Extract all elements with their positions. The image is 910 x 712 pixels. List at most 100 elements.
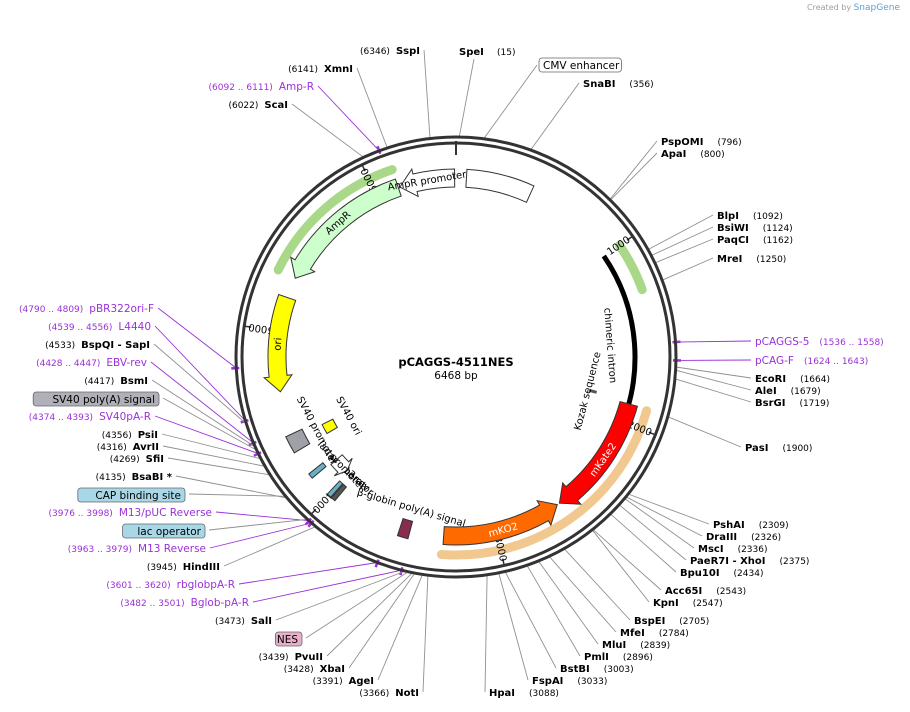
site-label-bsrgi[interactable]: BsrGI(1719) — [755, 398, 829, 409]
site-label-bsiwi[interactable]: BsiWI(1124) — [717, 223, 793, 234]
site-label-kpni[interactable]: KpnI(2547) — [653, 598, 723, 609]
feature-sv40-ori — [321, 418, 338, 435]
site-label-draiii[interactable]: DraIII(2326) — [706, 532, 781, 543]
leader-l12 — [161, 433, 262, 460]
site-label-bsabi[interactable]: BsaBI *(4135) — [96, 472, 173, 483]
feature-ampr-promoter — [399, 167, 456, 198]
site-label-mfei[interactable]: MfeI(2784) — [620, 628, 689, 639]
leader-l8 — [150, 361, 254, 444]
site-label-sali[interactable]: SalI(3473) — [215, 616, 272, 627]
feature-cap-binding-site — [308, 462, 327, 479]
site-label-bsmi[interactable]: BsmI(4417) — [84, 376, 148, 387]
site-label-paqci[interactable]: PaqCI(1162) — [717, 235, 793, 246]
site-label-psii[interactable]: PsiI(4356) — [102, 430, 158, 441]
backbone-outer — [234, 135, 678, 579]
site-label-pvuii[interactable]: PvuII(3439) — [259, 652, 323, 663]
site-label-xbai[interactable]: XbaI(3428) — [284, 664, 345, 675]
site-label-mlui[interactable]: MluI(2839) — [602, 640, 670, 651]
label-pos: (6346) — [360, 47, 390, 57]
label-text: MfeI — [620, 628, 645, 639]
site-label-cmv-enhancer[interactable]: CMV enhancer — [538, 57, 622, 73]
site-label-pshai[interactable]: PshAI(2309) — [713, 520, 789, 531]
site-label-amp-r[interactable]: Amp-R(6092 .. 6111) — [209, 81, 314, 93]
site-label-snabi[interactable]: SnaBI(356) — [583, 79, 654, 90]
leader-l14 — [167, 457, 271, 476]
site-label-noti[interactable]: NotI(3366) — [359, 688, 419, 699]
site-label-ecori[interactable]: EcoRI(1664) — [755, 374, 830, 385]
label-box — [122, 523, 206, 539]
label-pos: (3088) — [529, 689, 559, 699]
leader-l16 — [188, 493, 286, 497]
site-label-sfii[interactable]: SfiI(4269) — [110, 454, 164, 465]
site-label-pmli[interactable]: PmlI(2896) — [584, 652, 653, 663]
site-label-cap-binding-site[interactable]: CAP binding site — [77, 487, 186, 503]
site-label-m13-puc-reverse[interactable]: M13/pUC Reverse(3976 .. 3998) — [49, 507, 212, 519]
site-label-scai[interactable]: ScaI(6022) — [228, 100, 288, 111]
leader-l20 — [223, 526, 316, 567]
leader-l1 — [423, 49, 431, 139]
leader-r26 — [498, 572, 529, 681]
site-label-msci[interactable]: MscI(2336) — [698, 544, 768, 555]
site-label-pcag-f[interactable]: pCAG-F(1624 .. 1643) — [755, 355, 868, 367]
site-label-paer7i-xhoi[interactable]: PaeR7I - XhoI(2375) — [690, 556, 809, 567]
site-label-nes[interactable]: NES — [274, 631, 303, 647]
leader-lines — [150, 49, 752, 693]
label-pos: (3033) — [577, 677, 607, 687]
label-pos: (4316) — [97, 443, 127, 453]
site-label-rbglobpa-r[interactable]: rbglobpA-R(3601 .. 3620) — [106, 579, 235, 591]
label-pos: (800) — [700, 150, 724, 160]
site-label-agei[interactable]: AgeI(3391) — [313, 676, 374, 687]
overlay-band-2 — [273, 165, 397, 275]
scale-tick-mark — [361, 164, 366, 172]
label-text: BsiWI — [717, 223, 749, 234]
feature-kozak-sequence-label: Kozak sequence — [573, 351, 604, 432]
site-label-mrei[interactable]: MreI(1250) — [717, 254, 786, 265]
site-label-pbr322ori-f[interactable]: pBR322ori-F(4790 .. 4809) — [19, 303, 154, 315]
site-label-fspai[interactable]: FspAI(3033) — [532, 676, 607, 687]
leader-r17 — [618, 504, 687, 561]
label-pos: (1092) — [753, 212, 783, 222]
site-label-sv40-poly-a-signal[interactable]: SV40 poly(A) signal — [32, 391, 160, 407]
leader-l11 — [154, 415, 259, 455]
label-box — [32, 391, 160, 407]
site-label-sspi[interactable]: SspI(6346) — [360, 46, 420, 57]
site-label-bstbi[interactable]: BstBI(3003) — [560, 664, 634, 675]
feature-ampr — [290, 178, 402, 279]
label-text: rbglobpA-R — [177, 579, 235, 591]
leader-r23 — [538, 560, 599, 645]
label-pos: (2896) — [623, 653, 653, 663]
site-label-pasi[interactable]: PasI(1900) — [745, 443, 812, 454]
leader-r18 — [610, 513, 677, 573]
label-pos: (1679) — [791, 387, 821, 397]
site-label-spei[interactable]: SpeI(15) — [459, 47, 515, 58]
site-label-bpu10i[interactable]: Bpu10I(2434) — [680, 568, 763, 579]
site-label-xmni[interactable]: XmnI(6141) — [288, 64, 353, 75]
label-text: ApaI — [661, 149, 686, 160]
site-label-avrii[interactable]: AvrII(4316) — [97, 442, 159, 453]
label-text: XbaI — [320, 664, 345, 675]
label-pos: (1900) — [782, 444, 812, 454]
site-label-bglob-pa-r[interactable]: Bglob-pA-R(3482 .. 3501) — [120, 597, 249, 609]
label-pos: (1250) — [756, 255, 786, 265]
site-label-bspqi-sapi[interactable]: BspQI - SapI(4533) — [45, 340, 150, 351]
site-label-hpai[interactable]: HpaI(3088) — [489, 688, 559, 699]
site-label-hindiii[interactable]: HindIII(3945) — [147, 562, 220, 573]
site-label-m13-reverse[interactable]: M13 Reverse(3963 .. 3979) — [68, 543, 206, 555]
site-label-blpi[interactable]: BlpI(1092) — [717, 211, 783, 222]
site-label-pcaggs-5[interactable]: pCAGGS-5(1536 .. 1558) — [755, 336, 884, 348]
site-label-bspei[interactable]: BspEI(2705) — [634, 616, 709, 627]
site-label-pspomi[interactable]: PspOMI(796) — [661, 137, 742, 148]
label-text: BsrGI — [755, 398, 785, 409]
site-label-lac-operator[interactable]: lac operator — [122, 523, 206, 539]
site-label-sv40pa-r[interactable]: SV40pA-R(4374 .. 4393) — [29, 411, 151, 423]
site-label-apai[interactable]: ApaI (800) — [661, 149, 725, 160]
site-label-ebv-rev[interactable]: EBV-rev(4428 .. 4447) — [36, 357, 147, 369]
site-label-l4440[interactable]: L4440(4539 .. 4556) — [48, 321, 151, 333]
label-text: pCAGGS-5 — [755, 336, 809, 348]
leader-r7 — [662, 257, 714, 281]
label-text: pCAG-F — [755, 355, 794, 367]
site-label-acc65i[interactable]: Acc65I(2543) — [665, 586, 746, 597]
site-label-alei[interactable]: AleI(1679) — [755, 386, 821, 397]
feature--globin-poly-a-signal — [396, 517, 414, 540]
leader-l19 — [209, 522, 312, 549]
